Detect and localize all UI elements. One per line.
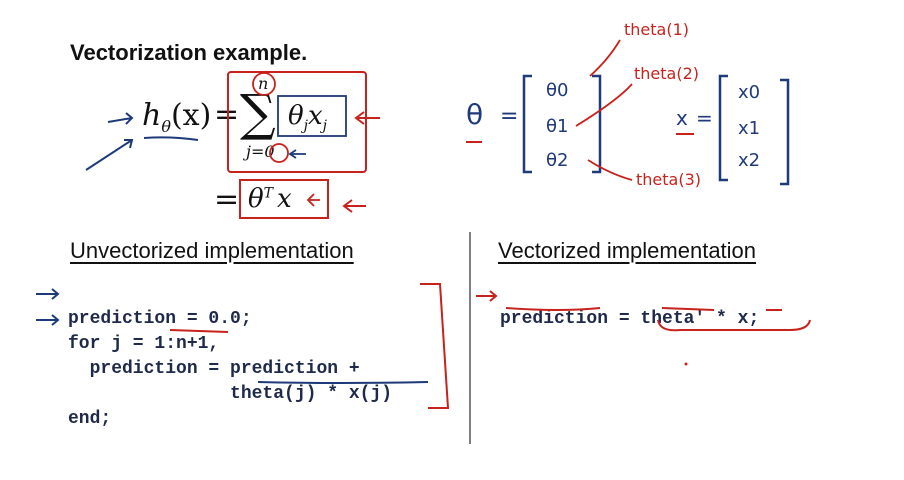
transpose-sup: T: [263, 185, 273, 202]
bracket-left: [522, 74, 532, 174]
circle-mark: [252, 72, 276, 96]
underline-stroke: [661, 307, 715, 311]
x-entry-2: x2: [738, 150, 761, 171]
theta-j: θ: [288, 101, 304, 131]
code-line: end;: [68, 409, 112, 429]
h-argument: (x): [170, 98, 212, 133]
theta-entry-1: θ1: [546, 116, 569, 137]
leader-line: [589, 39, 621, 77]
arrow-icon: [36, 314, 60, 326]
x-vector-name: x: [676, 106, 688, 130]
annotation-theta-2: theta(2): [634, 64, 699, 83]
theta-j-sub: j: [303, 118, 308, 135]
sum-lower-limit: j=0: [246, 142, 275, 161]
equals-sign-2: =: [214, 182, 240, 217]
highlight-box: [227, 71, 367, 173]
unvectorized-code: prediction = 0.0; for j = 1:n+1, predicti…: [68, 282, 392, 457]
code-line: for j = 1:n+1,: [68, 334, 220, 354]
annotation-theta-3: theta(3): [636, 170, 701, 189]
equals-sign-1: =: [214, 97, 240, 132]
bracket-right: [420, 283, 450, 409]
arrow-icon: [107, 112, 134, 125]
annotation-theta-1: theta(1): [624, 20, 689, 39]
arrow-icon: [36, 288, 60, 300]
code-line: theta(j) * x(j): [68, 384, 393, 404]
circle-mark: [269, 143, 289, 163]
arrow-icon: [306, 193, 320, 207]
code-line: prediction = prediction +: [68, 359, 360, 379]
sum-upper-limit: n: [258, 74, 269, 93]
unvectorized-heading: Unvectorized implementation: [70, 238, 354, 263]
arrow-icon: [342, 199, 366, 213]
leader-line: [587, 159, 633, 181]
slide-title: Vectorization example.: [70, 40, 308, 65]
leader-line: [575, 83, 633, 127]
x-entry-0: x0: [738, 82, 761, 103]
x-j-sub: j: [322, 118, 328, 135]
vectorized-heading: Vectorized implementation: [498, 238, 757, 263]
hypothesis-lhs: hθ(x): [142, 98, 211, 136]
code-line: prediction = 0.0;: [68, 309, 252, 329]
theta-vector-eq: =: [500, 104, 519, 129]
bracket-right: [592, 74, 602, 174]
theta-symbol: θ: [248, 184, 264, 214]
highlight-box: [239, 179, 329, 219]
underline-stroke: [505, 307, 601, 311]
sum-term: θjxj: [288, 101, 327, 134]
underline-stroke: [143, 136, 199, 141]
code-line: prediction = theta' * x;: [500, 309, 760, 329]
dot-mark: [684, 362, 688, 366]
x-symbol: x: [277, 184, 292, 214]
x-entry-1: x1: [738, 118, 761, 139]
x-j: x: [308, 101, 323, 131]
arrow-icon: [288, 149, 306, 159]
brace-stroke: [657, 319, 811, 332]
vectorized-code: prediction = theta' * x;: [500, 282, 759, 357]
arrow-icon: [354, 111, 380, 125]
bracket-left: [718, 74, 728, 182]
theta-entry-0: θ0: [546, 80, 569, 101]
arrow-icon: [85, 139, 134, 171]
arrow-icon: [476, 290, 498, 302]
underline-stroke: [169, 329, 229, 333]
highlight-box: [277, 95, 347, 137]
x-vector-eq: =: [696, 106, 713, 130]
underline-stroke: [257, 381, 429, 384]
h-subscript: θ: [161, 117, 171, 136]
theta-entry-2: θ2: [546, 150, 569, 171]
bracket-right: [780, 78, 790, 186]
h-symbol: h: [142, 98, 162, 133]
theta-vector-name: θ: [466, 98, 484, 131]
